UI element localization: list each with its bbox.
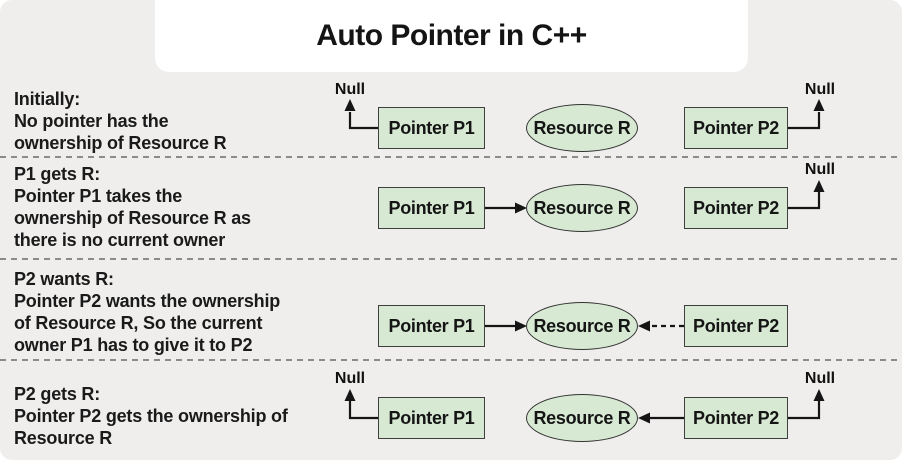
row3-pointer-p2-box: Pointer P2	[684, 305, 788, 347]
arrow-row3-p1-to-resource	[485, 320, 527, 332]
arrow-row2-p1-to-resource	[485, 202, 527, 214]
row4-resource-ellipse: Resource R	[526, 394, 638, 442]
arrow-row2-p2-to-null	[788, 180, 825, 210]
row1-null-right-label: Null	[804, 81, 836, 98]
arrow-row4-p1-to-null	[344, 389, 378, 420]
row2-pointer-p1-box: Pointer P1	[378, 187, 485, 229]
arrow-row1-p2-to-null	[788, 99, 825, 130]
row4-pointer-p2-box: Pointer P2	[684, 397, 788, 439]
row1-description: Initially: No pointer has the ownership …	[14, 89, 227, 153]
row2-description: P1 gets R: Pointer P1 takes the ownershi…	[14, 164, 251, 250]
row1-resource-ellipse: Resource R	[526, 104, 638, 152]
row4-pointer-p1-box: Pointer P1	[378, 397, 485, 439]
row2-pointer-p2-box: Pointer P2	[684, 187, 788, 229]
row2-null-right-label: Null	[804, 161, 836, 178]
arrow-row1-p1-to-null	[344, 99, 378, 130]
row1-pointer-p2-box: Pointer P2	[684, 107, 788, 149]
row4-description: P2 gets R: Pointer P2 gets the ownership…	[14, 384, 288, 448]
row2-resource-ellipse: Resource R	[526, 184, 638, 232]
row3-description: P2 wants R: Pointer P2 wants the ownersh…	[14, 269, 281, 355]
arrow-row4-p2-to-resource	[638, 412, 684, 424]
arrow-row3-p2-to-resource-dashed	[638, 320, 684, 332]
arrow-row4-p2-to-null	[788, 389, 825, 420]
row3-pointer-p1-box: Pointer P1	[378, 305, 485, 347]
row1-pointer-p1-box: Pointer P1	[378, 107, 485, 149]
row3-resource-ellipse: Resource R	[526, 302, 638, 350]
row4-null-left-label: Null	[334, 370, 366, 387]
row1-null-left-label: Null	[334, 81, 366, 98]
title-card: Auto Pointer in C++	[155, 0, 748, 72]
page-title: Auto Pointer in C++	[316, 19, 587, 52]
row4-null-right-label: Null	[804, 370, 836, 387]
